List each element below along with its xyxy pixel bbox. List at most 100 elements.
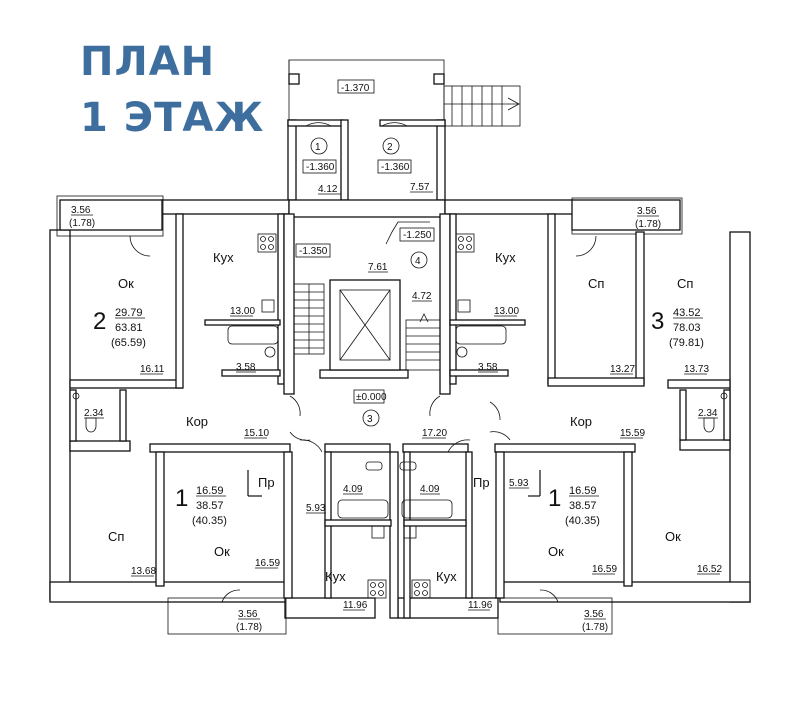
apt3-living: 43.52 <box>673 307 701 319</box>
drain-icon <box>720 392 728 400</box>
apt1r-total: 38.57 <box>569 500 597 512</box>
bathtub-icon <box>455 325 507 345</box>
apt1l-living: 16.59 <box>196 485 224 497</box>
room-tr2-area: 13.73 <box>684 364 709 375</box>
vestibule-2-area: 7.57 <box>410 182 430 193</box>
hall-number: 3 <box>367 414 373 425</box>
kitchen-bl-label: Кух <box>325 569 346 584</box>
apt3-total: 78.03 <box>673 322 701 334</box>
plan-title-line1: ПЛАН <box>80 39 216 85</box>
apt2-total: 63.81 <box>115 322 143 334</box>
balcony-br-area: 3.56 <box>584 609 604 620</box>
balcony-tr-area-b: (1.78) <box>635 219 661 230</box>
bath-tl-area: 3.58 <box>236 362 256 373</box>
kitchen-tr-label: Кух <box>495 250 516 265</box>
plan-title: ПЛАН 1 ЭТАЖ <box>80 34 264 146</box>
corridor-left-label: Кор <box>186 414 208 429</box>
stair-number: 4 <box>415 256 421 267</box>
porch-level: -1.370 <box>341 83 370 94</box>
toilet-icon <box>457 299 471 313</box>
balcony-top-right: 3.56 (1.78) <box>571 197 683 235</box>
room-tr-area: 13.27 <box>610 364 635 375</box>
room-tl-label: Ок <box>118 276 134 291</box>
stair-area: 7.61 <box>368 262 388 273</box>
room-br-ok2-area: 16.52 <box>697 564 722 575</box>
balcony-br-area-b: (1.78) <box>582 622 608 633</box>
wc-left-area: 2.34 <box>84 408 104 419</box>
balcony-bottom-right: 3.56 (1.78) <box>497 597 613 635</box>
toilet-icon <box>403 525 417 539</box>
interior-walls <box>69 213 731 619</box>
balcony-bl-area-b: (1.78) <box>236 622 262 633</box>
doors <box>129 235 597 603</box>
bathtub-icon <box>401 499 453 519</box>
kitchen-br-area: 11.96 <box>468 600 493 611</box>
kitchen-bl-area: 11.96 <box>343 600 368 611</box>
apt1r-rooms: 1 <box>548 485 561 512</box>
entrance-ramp <box>443 85 521 127</box>
apt1l-total-b: (40.35) <box>192 515 227 527</box>
hall-br-area: 5.93 <box>509 478 529 489</box>
vestibule-1-level: -1.360 <box>306 162 335 173</box>
stair-level: -1.250 <box>403 230 432 241</box>
hall-area: 17.20 <box>422 428 447 439</box>
hall-bl-area: 5.93 <box>306 503 326 514</box>
building-walls <box>49 199 751 619</box>
apt1r-living: 16.59 <box>569 485 597 497</box>
kitchen-br-label: Кух <box>436 569 457 584</box>
toilet-icon <box>261 299 275 313</box>
apt1l-rooms: 1 <box>175 485 188 512</box>
kitchen-tl-area: 13.00 <box>230 306 255 317</box>
vestibule-1-marker <box>310 137 328 155</box>
entrance-block: -1.370 1 2 -1.360 -1.360 4.12 <box>287 59 521 201</box>
balcony-tl-area-b: (1.78) <box>69 218 95 229</box>
room-br-ok-area: 16.59 <box>592 564 617 575</box>
hallway-bl-label: Пр <box>258 475 275 490</box>
apt2-rooms: 2 <box>93 308 106 335</box>
vestibule-2-level: -1.360 <box>381 162 410 173</box>
bathtub-icon <box>227 325 279 345</box>
kitchen-tl-label: Кух <box>213 250 234 265</box>
corridor-left-area: 15.10 <box>244 428 269 439</box>
toilet-icon <box>85 417 97 433</box>
kitchen-tr-area: 13.00 <box>494 306 519 317</box>
washer-icon <box>399 461 417 471</box>
hall-marker <box>362 409 380 427</box>
room-bl-ok-label: Ок <box>214 544 230 559</box>
vestibule-1-number: 1 <box>315 142 321 153</box>
bath-br-area: 4.09 <box>420 484 440 495</box>
fixtures <box>72 233 728 599</box>
bathtub-icon <box>337 499 389 519</box>
apt2-total-b: (65.59) <box>111 337 146 349</box>
stove-icon <box>411 579 431 599</box>
stove-icon <box>455 233 475 253</box>
room-br-ok2-label: Ок <box>665 529 681 544</box>
drain-icon <box>72 392 80 400</box>
washer-icon <box>365 461 383 471</box>
stair-side-area: 4.72 <box>412 291 432 302</box>
sink-icon <box>264 346 276 358</box>
balcony-bottom-left: 3.56 (1.78) <box>167 597 287 635</box>
room-tl-area: 16.11 <box>140 364 165 375</box>
balcony-tl-area: 3.56 <box>71 205 91 216</box>
room-br-ok-label: Ок <box>548 544 564 559</box>
plan-title-line2: 1 ЭТАЖ <box>80 95 265 141</box>
vestibule-2-number: 2 <box>387 142 393 153</box>
bath-tr-area: 3.58 <box>478 362 498 373</box>
apt2-living: 29.79 <box>115 307 143 319</box>
toilet-icon <box>703 417 715 433</box>
corridor-right-area: 15.59 <box>620 428 645 439</box>
balcony-tr-area: 3.56 <box>637 206 657 217</box>
apt1r-total-b: (40.35) <box>565 515 600 527</box>
vestibule-1-area: 4.12 <box>318 184 338 195</box>
bath-bl-area: 4.09 <box>343 484 363 495</box>
vestibule-2-marker <box>382 137 400 155</box>
apt1l-total: 38.57 <box>196 500 224 512</box>
room-bl-ok-area: 16.59 <box>255 558 280 569</box>
staircase <box>293 283 441 371</box>
room-tr-label: Сп <box>588 276 604 291</box>
sink-icon <box>456 346 468 358</box>
hall-level: ±0.000 <box>356 392 387 403</box>
room-tr2-label: Сп <box>677 276 693 291</box>
